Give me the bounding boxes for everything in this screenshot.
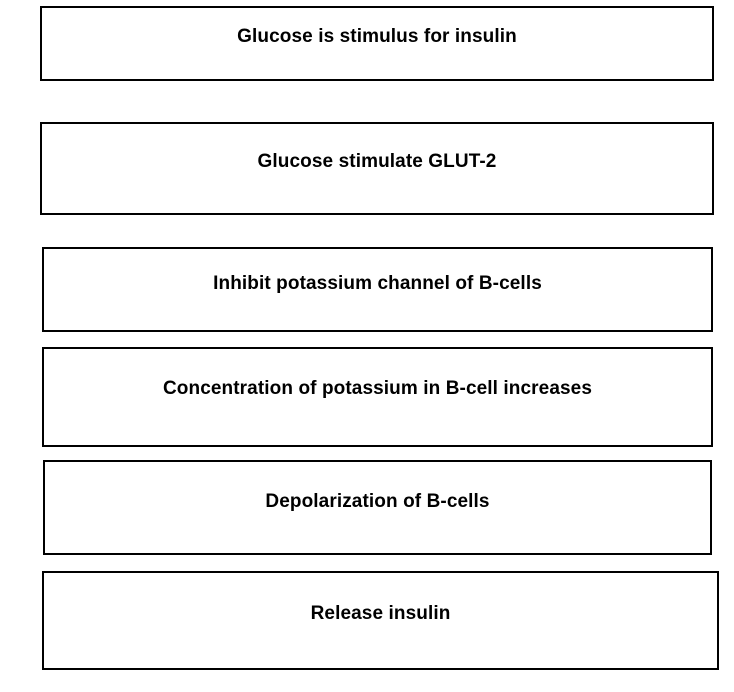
step-box-release-insulin: Release insulin bbox=[42, 571, 719, 670]
step-label: Inhibit potassium channel of B-cells bbox=[213, 273, 542, 294]
step-label: Concentration of potassium in B-cell inc… bbox=[162, 378, 593, 399]
step-box-inhibit-potassium-channel: Inhibit potassium channel of B-cells bbox=[42, 247, 713, 332]
step-box-glut2: Glucose stimulate GLUT-2 bbox=[40, 122, 714, 215]
step-label: Glucose is stimulus for insulin bbox=[237, 26, 517, 47]
step-box-depolarization: Depolarization of B-cells bbox=[43, 460, 712, 555]
step-label: Release insulin bbox=[310, 603, 451, 624]
step-label: Glucose stimulate GLUT-2 bbox=[257, 151, 497, 172]
step-box-glucose-stimulus: Glucose is stimulus for insulin bbox=[40, 6, 714, 81]
step-box-potassium-concentration: Concentration of potassium in B-cell inc… bbox=[42, 347, 713, 447]
step-label: Depolarization of B-cells bbox=[265, 491, 490, 512]
